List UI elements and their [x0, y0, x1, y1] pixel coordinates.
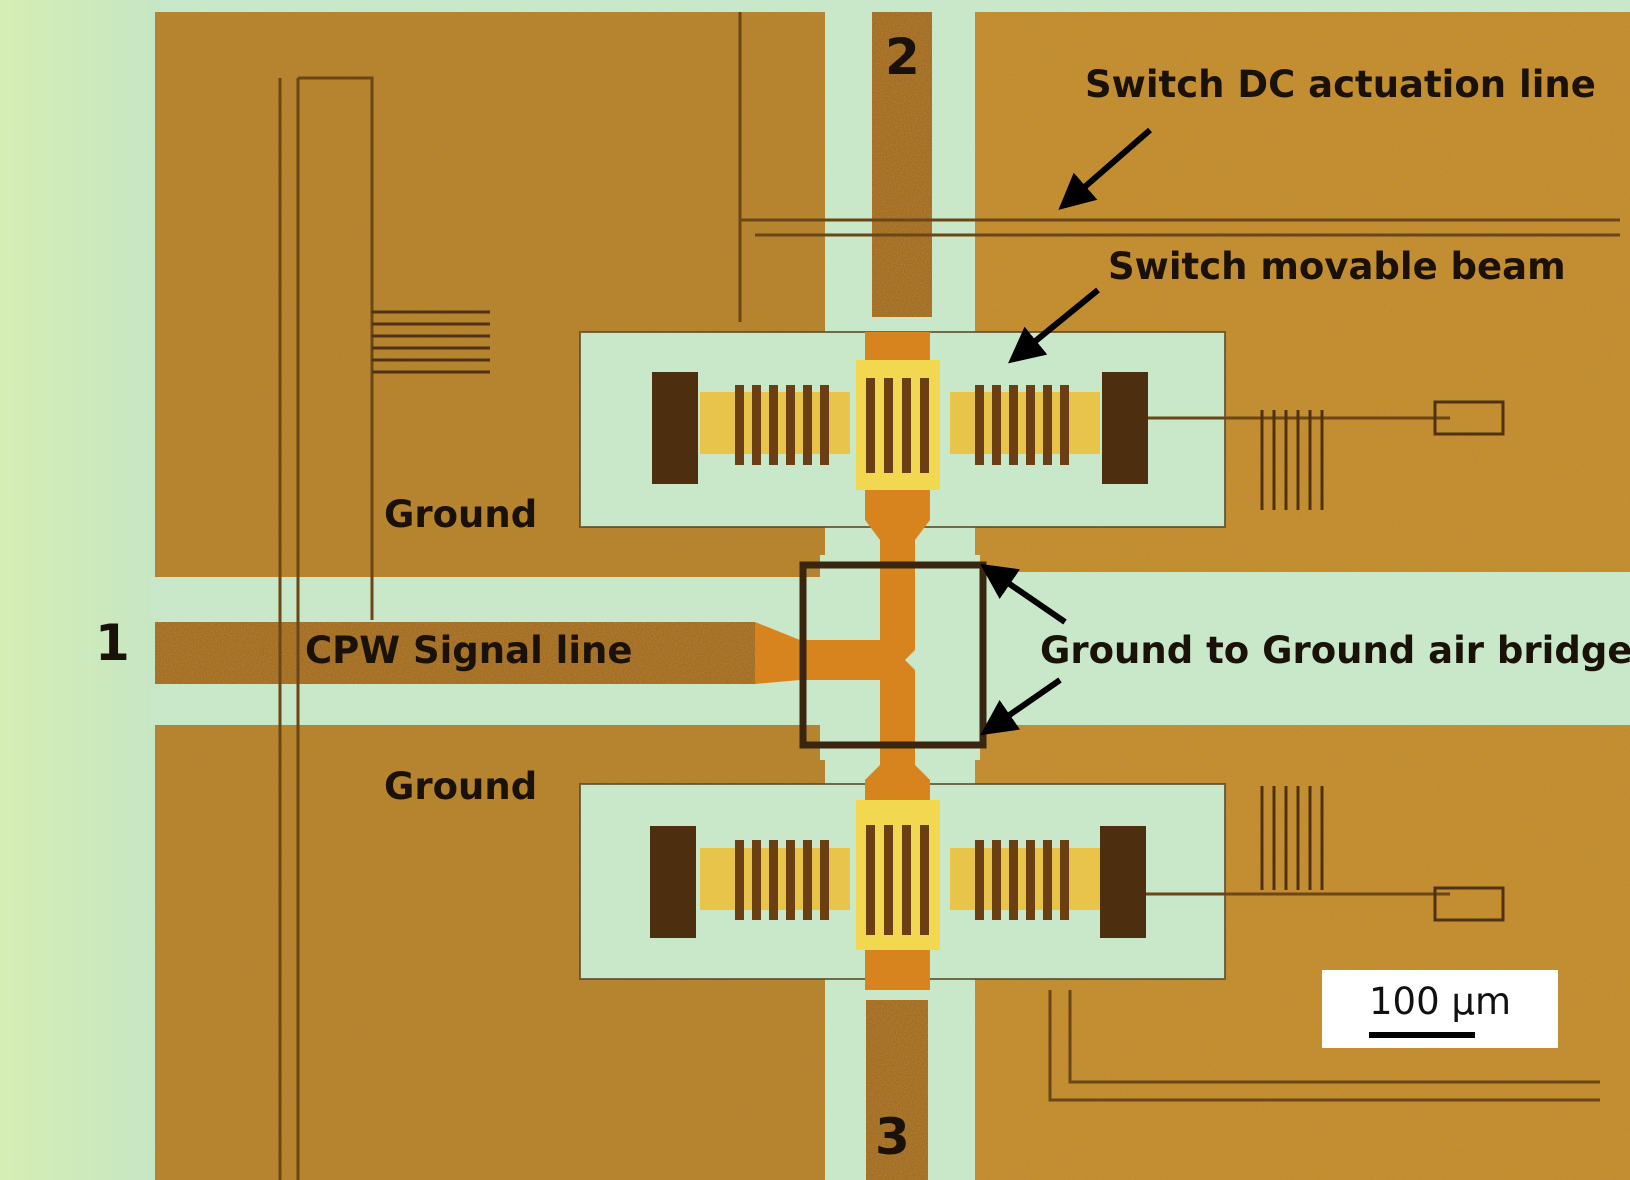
switch-top: [652, 360, 1148, 490]
port-3-label: 3: [875, 1108, 910, 1166]
air-bridges: [799, 561, 987, 749]
switch-bottom: [650, 800, 1146, 950]
scale-bar-text: 100 µm: [1369, 980, 1511, 1023]
dc-actuation-line-label: Switch DC actuation line: [1085, 63, 1596, 106]
left-glow: [0, 0, 160, 1180]
scale-bar-box: 100 µm: [1322, 970, 1558, 1048]
meander-resistors: [372, 310, 1324, 890]
arrow-air-bridge-top: [980, 563, 1067, 625]
port-1-label: 1: [95, 614, 130, 672]
annotation-arrows: [980, 127, 1152, 736]
scale-bar-line: [1369, 1032, 1475, 1038]
cpw-signal-line: [155, 622, 755, 684]
gold-metal: [155, 12, 1630, 1180]
ground-top-label: Ground: [384, 493, 538, 536]
bias-pads: [1433, 400, 1505, 922]
arrow-air-bridge-bottom: [980, 677, 1062, 736]
signal-line-port-2: [872, 12, 932, 317]
signal-line-port-3: [866, 1000, 928, 1180]
port-2-label: 2: [885, 28, 920, 86]
movable-beam-label: Switch movable beam: [1108, 245, 1566, 288]
arrow-dc-line: [1058, 127, 1152, 210]
ground-bottom-label: Ground: [384, 765, 538, 808]
arrow-movable-beam: [1008, 287, 1100, 364]
cpw-signal-line-label: CPW Signal line: [305, 629, 633, 672]
air-bridge-label: Ground to Ground air bridge: [1040, 629, 1630, 672]
dc-lines: [278, 12, 1620, 1180]
